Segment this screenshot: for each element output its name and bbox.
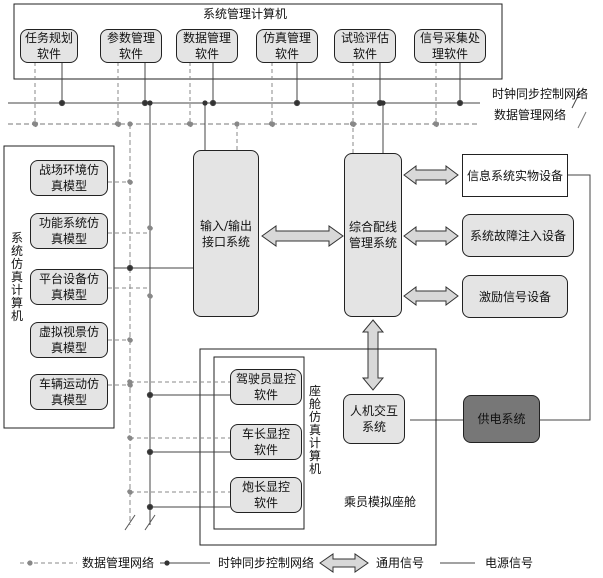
gunner-console-software: 炮长显控 软件 xyxy=(230,477,302,513)
platform-equipment-model: 平台设备仿 真模型 xyxy=(30,269,108,305)
power-supply-system: 供电系统 xyxy=(463,395,540,443)
info-system-equipment: 信息系统实物设备 xyxy=(462,154,568,197)
test-evaluation-software: 试验评估 软件 xyxy=(334,29,396,63)
legend-clock-network: 时钟同步控制网络 xyxy=(217,555,314,570)
management-computer-title: 系统管理计算机 xyxy=(202,6,287,21)
vehicle-motion-model: 车辆运动仿 真模型 xyxy=(30,374,108,410)
legend-general-signal: 通用信号 xyxy=(375,555,424,570)
parameter-management-software: 参数管理 软件 xyxy=(100,29,162,63)
driver-console-software: 驾驶员显控 软件 xyxy=(230,369,302,405)
cockpit-computer-label: 座舱仿真计算机 xyxy=(308,384,321,476)
sim-computer-title: 系统仿真计算机 xyxy=(10,231,23,323)
module-data-taps xyxy=(31,62,440,128)
fault-injection-equipment: 系统故障注入设备 xyxy=(462,214,574,257)
management-computer-frame xyxy=(13,3,503,80)
task-planning-software: 任务规划 软件 xyxy=(20,29,78,63)
functional-system-model: 功能系统仿 真模型 xyxy=(30,213,108,249)
cockpit-title: 乘员模拟座舱 xyxy=(343,494,416,509)
legend-graphics xyxy=(20,553,475,573)
commander-console-software: 车长显控 软件 xyxy=(230,424,302,460)
data-management-software: 数据管理 软件 xyxy=(176,29,238,63)
simulation-management-software: 仿真管理 软件 xyxy=(256,29,318,63)
signal-acquisition-software: 信号采集处 理软件 xyxy=(414,29,486,63)
battlefield-env-model: 战场环境仿 真模型 xyxy=(30,160,108,196)
power-line xyxy=(540,174,591,421)
integrated-wiring-system: 综合配线 管理系统 xyxy=(344,153,402,317)
hmi-system: 人机交互 系统 xyxy=(343,394,405,444)
sim-computer-frame xyxy=(3,145,115,429)
virtual-scene-model: 虚拟视景仿 真模型 xyxy=(30,322,108,358)
module-clock-taps xyxy=(58,62,464,107)
data-network-label: 数据管理网络 xyxy=(493,107,566,122)
general-signal-arrows xyxy=(261,165,459,391)
legend-power-signal: 电源信号 xyxy=(484,555,533,570)
stimulus-signal-equipment: 激励信号设备 xyxy=(462,275,568,318)
legend-data-network: 数据管理网络 xyxy=(81,555,154,570)
cockpit-frame xyxy=(199,348,437,546)
io-interface-system: 输入/输出 接口系统 xyxy=(193,150,259,317)
clock-sync-network-label: 时钟同步控制网络 xyxy=(491,86,588,101)
cockpit-computer-frame xyxy=(213,356,305,530)
